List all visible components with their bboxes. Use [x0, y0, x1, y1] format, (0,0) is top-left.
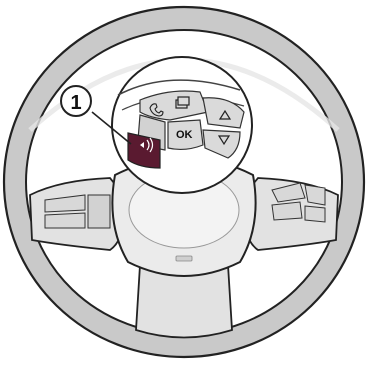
callout-number: 1	[70, 92, 81, 114]
ok-button-label: OK	[176, 129, 193, 141]
callout-marker: 1	[61, 86, 91, 116]
zoom-detail-bubble	[112, 57, 252, 193]
